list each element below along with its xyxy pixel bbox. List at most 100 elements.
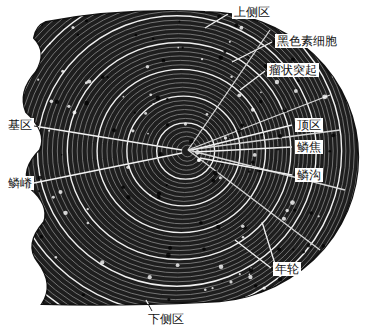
melanophore-dot xyxy=(168,246,172,250)
melanophore-dot xyxy=(166,123,169,126)
melanophore-dot xyxy=(167,298,170,301)
melanophore-dot xyxy=(204,288,207,291)
growth-ring xyxy=(107,78,257,224)
growth-ring xyxy=(172,136,202,165)
melanophore-dot xyxy=(260,92,262,94)
melanophore-dot xyxy=(73,110,77,114)
melanophore-dot xyxy=(331,134,335,138)
melanophore-dot xyxy=(282,108,287,113)
melanophore-dot xyxy=(156,96,161,101)
melanophore-dot xyxy=(332,74,336,78)
leader-line xyxy=(262,222,275,264)
leader-line xyxy=(34,153,182,183)
melanophore-dot xyxy=(63,26,65,28)
melanophore-dot xyxy=(229,136,231,138)
melanophore-dot xyxy=(216,222,218,224)
leader-line xyxy=(235,240,271,268)
melanophore-dot xyxy=(292,248,294,250)
melanophore-dot xyxy=(242,236,245,239)
melanophore-dot xyxy=(239,26,243,30)
growth-ring xyxy=(0,0,350,322)
melanophore-dot xyxy=(229,280,232,283)
leader-line xyxy=(262,222,275,264)
melanophore-dot xyxy=(222,280,224,282)
melanophore-dot xyxy=(254,284,257,287)
melanophore-dot xyxy=(262,291,266,295)
melanophore-dot xyxy=(278,134,282,138)
melanophore-dot xyxy=(144,112,147,115)
melanophore-dot xyxy=(50,100,54,104)
melanophore-dot xyxy=(49,43,51,45)
melanophore-dot xyxy=(290,200,295,205)
melanophore-dot xyxy=(85,81,88,84)
melanophore-dot xyxy=(307,244,311,248)
radial-grooves xyxy=(188,30,345,250)
melanophore-dot xyxy=(152,103,154,105)
melanophore-dot xyxy=(77,34,79,36)
melanophore-dot xyxy=(47,11,51,15)
melanophore-dot xyxy=(152,37,154,39)
melanophore-dot xyxy=(294,89,298,93)
leader-line xyxy=(195,147,292,152)
leader-lines xyxy=(34,14,292,311)
melanophore-dot xyxy=(149,93,152,96)
melanophore-dot xyxy=(71,26,74,29)
melanophore-dot xyxy=(37,79,39,81)
growth-ring xyxy=(117,87,249,215)
melanophore-dot xyxy=(216,225,220,229)
melanophore-dot xyxy=(41,24,43,26)
radial-groove xyxy=(188,150,320,250)
melanophore-dot xyxy=(251,161,255,165)
growth-ring xyxy=(92,65,270,237)
melanophore-dot xyxy=(135,34,138,37)
melanophore-dot xyxy=(166,98,168,100)
melanophore-dot xyxy=(310,247,312,249)
melanophore-dot xyxy=(162,59,166,63)
leader-line xyxy=(192,125,292,150)
melanophore-dot xyxy=(278,277,283,282)
melanophore-dot xyxy=(122,96,124,98)
melanophore-dot xyxy=(229,41,231,43)
scale-body xyxy=(24,11,359,305)
melanophore-dot xyxy=(261,133,263,135)
leader-line xyxy=(34,126,182,150)
melanophore-dot xyxy=(87,222,90,225)
melanophore-dot xyxy=(314,264,319,269)
melanophore-dot xyxy=(247,56,249,58)
melanophore-dot xyxy=(202,247,206,251)
melanophore-dot xyxy=(177,47,179,49)
melanophore-dot xyxy=(121,186,124,189)
melanophore-dot xyxy=(184,122,187,125)
melanophore-dot xyxy=(329,150,331,152)
melanophore-dot xyxy=(189,139,193,143)
leader-line xyxy=(240,71,265,90)
growth-ring xyxy=(112,83,253,220)
melanophore-dot xyxy=(223,50,226,53)
growth-ring xyxy=(167,132,207,170)
melanophore-dot xyxy=(253,153,257,157)
growth-ring xyxy=(72,47,286,255)
melanophore-dot xyxy=(48,130,50,132)
leader-lines-on-scale xyxy=(34,14,292,311)
melanophore-dot xyxy=(293,208,296,211)
melanophore-dot xyxy=(302,251,305,254)
melanophore-dot xyxy=(182,47,184,49)
part-label: 下侧区 xyxy=(146,312,186,326)
melanophore-dot xyxy=(297,79,300,82)
part-label: 瘤状突起 xyxy=(267,63,319,77)
melanophore-dot xyxy=(55,100,59,104)
melanophore-dot xyxy=(331,70,335,74)
leader-line xyxy=(232,42,272,62)
leader-line xyxy=(240,71,265,90)
part-label: 基区 xyxy=(6,118,34,132)
growth-ring xyxy=(82,56,278,246)
part-label: 上侧区 xyxy=(232,5,272,19)
melanophore-dot xyxy=(275,80,279,84)
melanophore-dot xyxy=(259,100,263,104)
melanophore-dot xyxy=(101,75,105,79)
melanophore-dot xyxy=(126,165,130,169)
melanophore-dot xyxy=(237,129,241,133)
